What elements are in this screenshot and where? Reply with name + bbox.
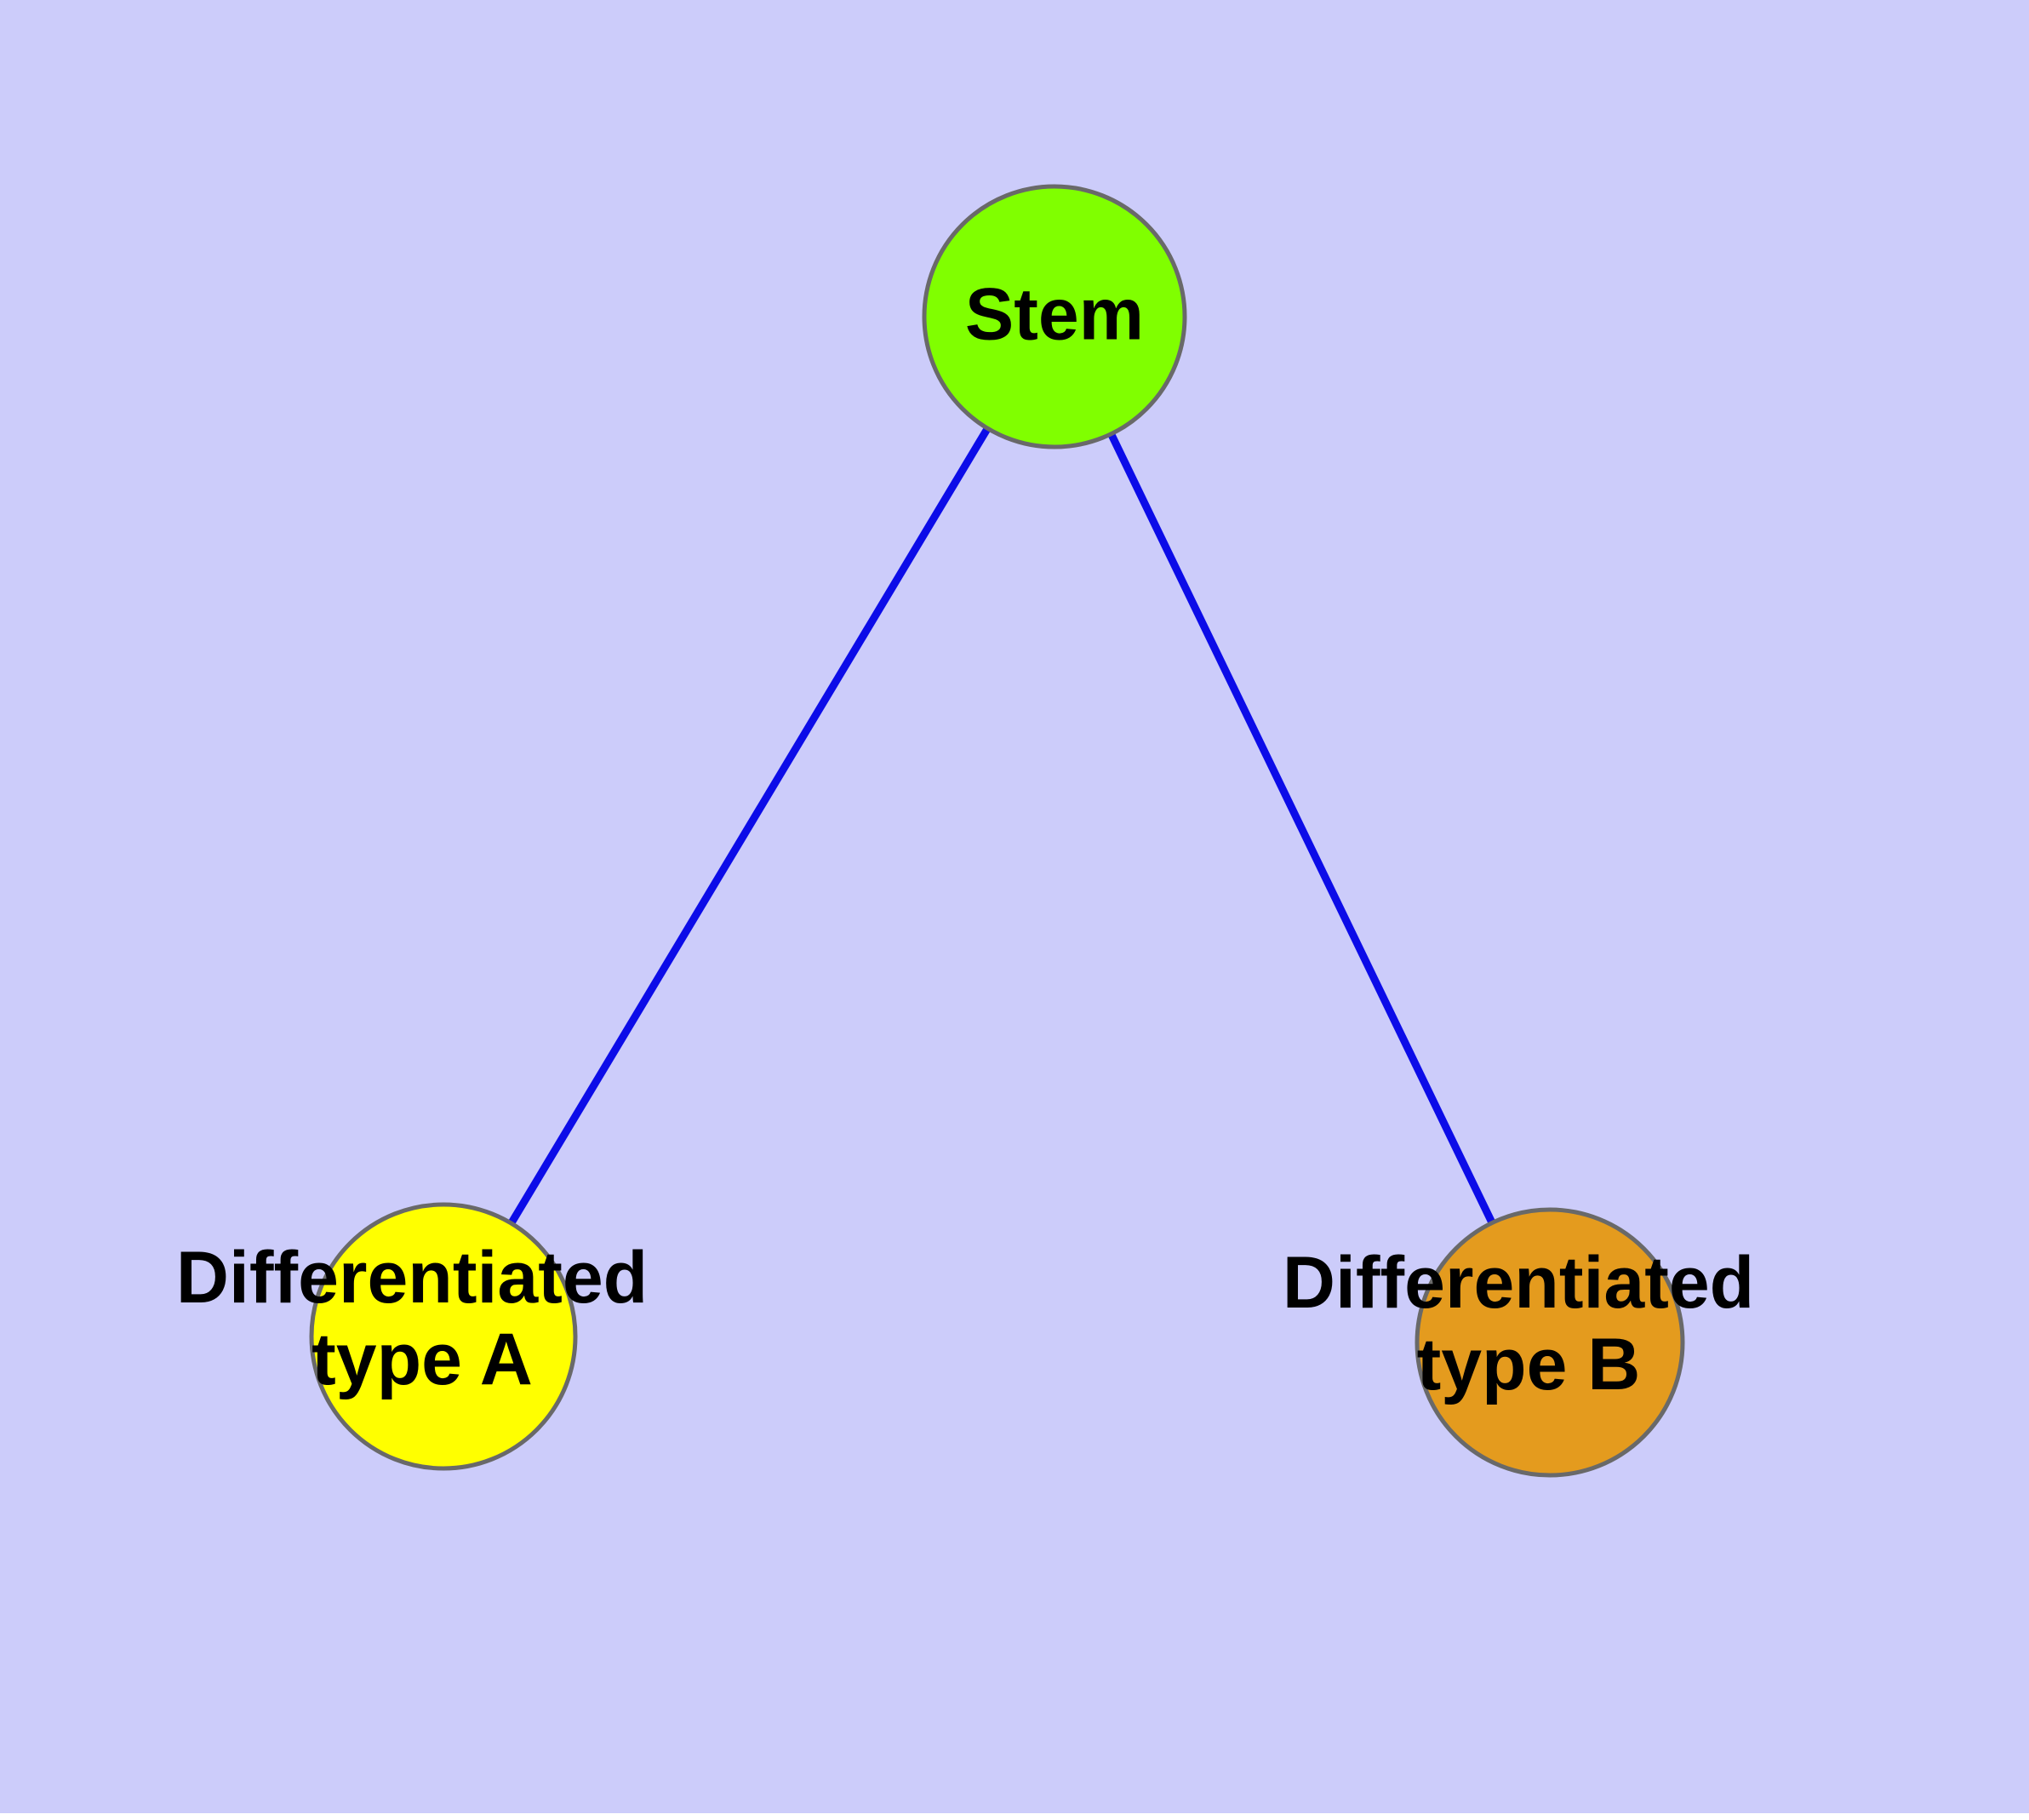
edge-stem-to-differentiated-b[interactable] [1106,429,1497,1228]
node-differentiated-b-circle[interactable] [1415,1207,1685,1478]
node-differentiated-b-label-line-1: Differentiated [1283,1242,1754,1324]
node-differentiated-a-label-line-1: Differentiated [176,1237,648,1319]
edges-layer [506,423,1497,1228]
labels-layer: Differentiated type A Differentiated typ… [176,1237,1775,1405]
node-differentiated-b[interactable] [1415,1207,1685,1478]
edge-stem-to-differentiated-a[interactable] [506,423,993,1228]
node-differentiated-b-label-line-2: type B [1417,1324,1641,1405]
node-stem-circle[interactable] [922,184,1187,449]
node-differentiated-b-label: Differentiated type B [1283,1242,1775,1405]
node-stem[interactable]: Stem [922,184,1187,449]
nodes-layer: Stem [309,184,1685,1478]
node-differentiated-a-label-line-2: type A [311,1319,533,1400]
node-differentiated-a[interactable] [309,1202,578,1471]
node-differentiated-a-circle[interactable] [309,1202,578,1471]
node-differentiated-a-label: Differentiated type A [176,1237,668,1400]
node-stem-label: Stem [965,274,1144,356]
